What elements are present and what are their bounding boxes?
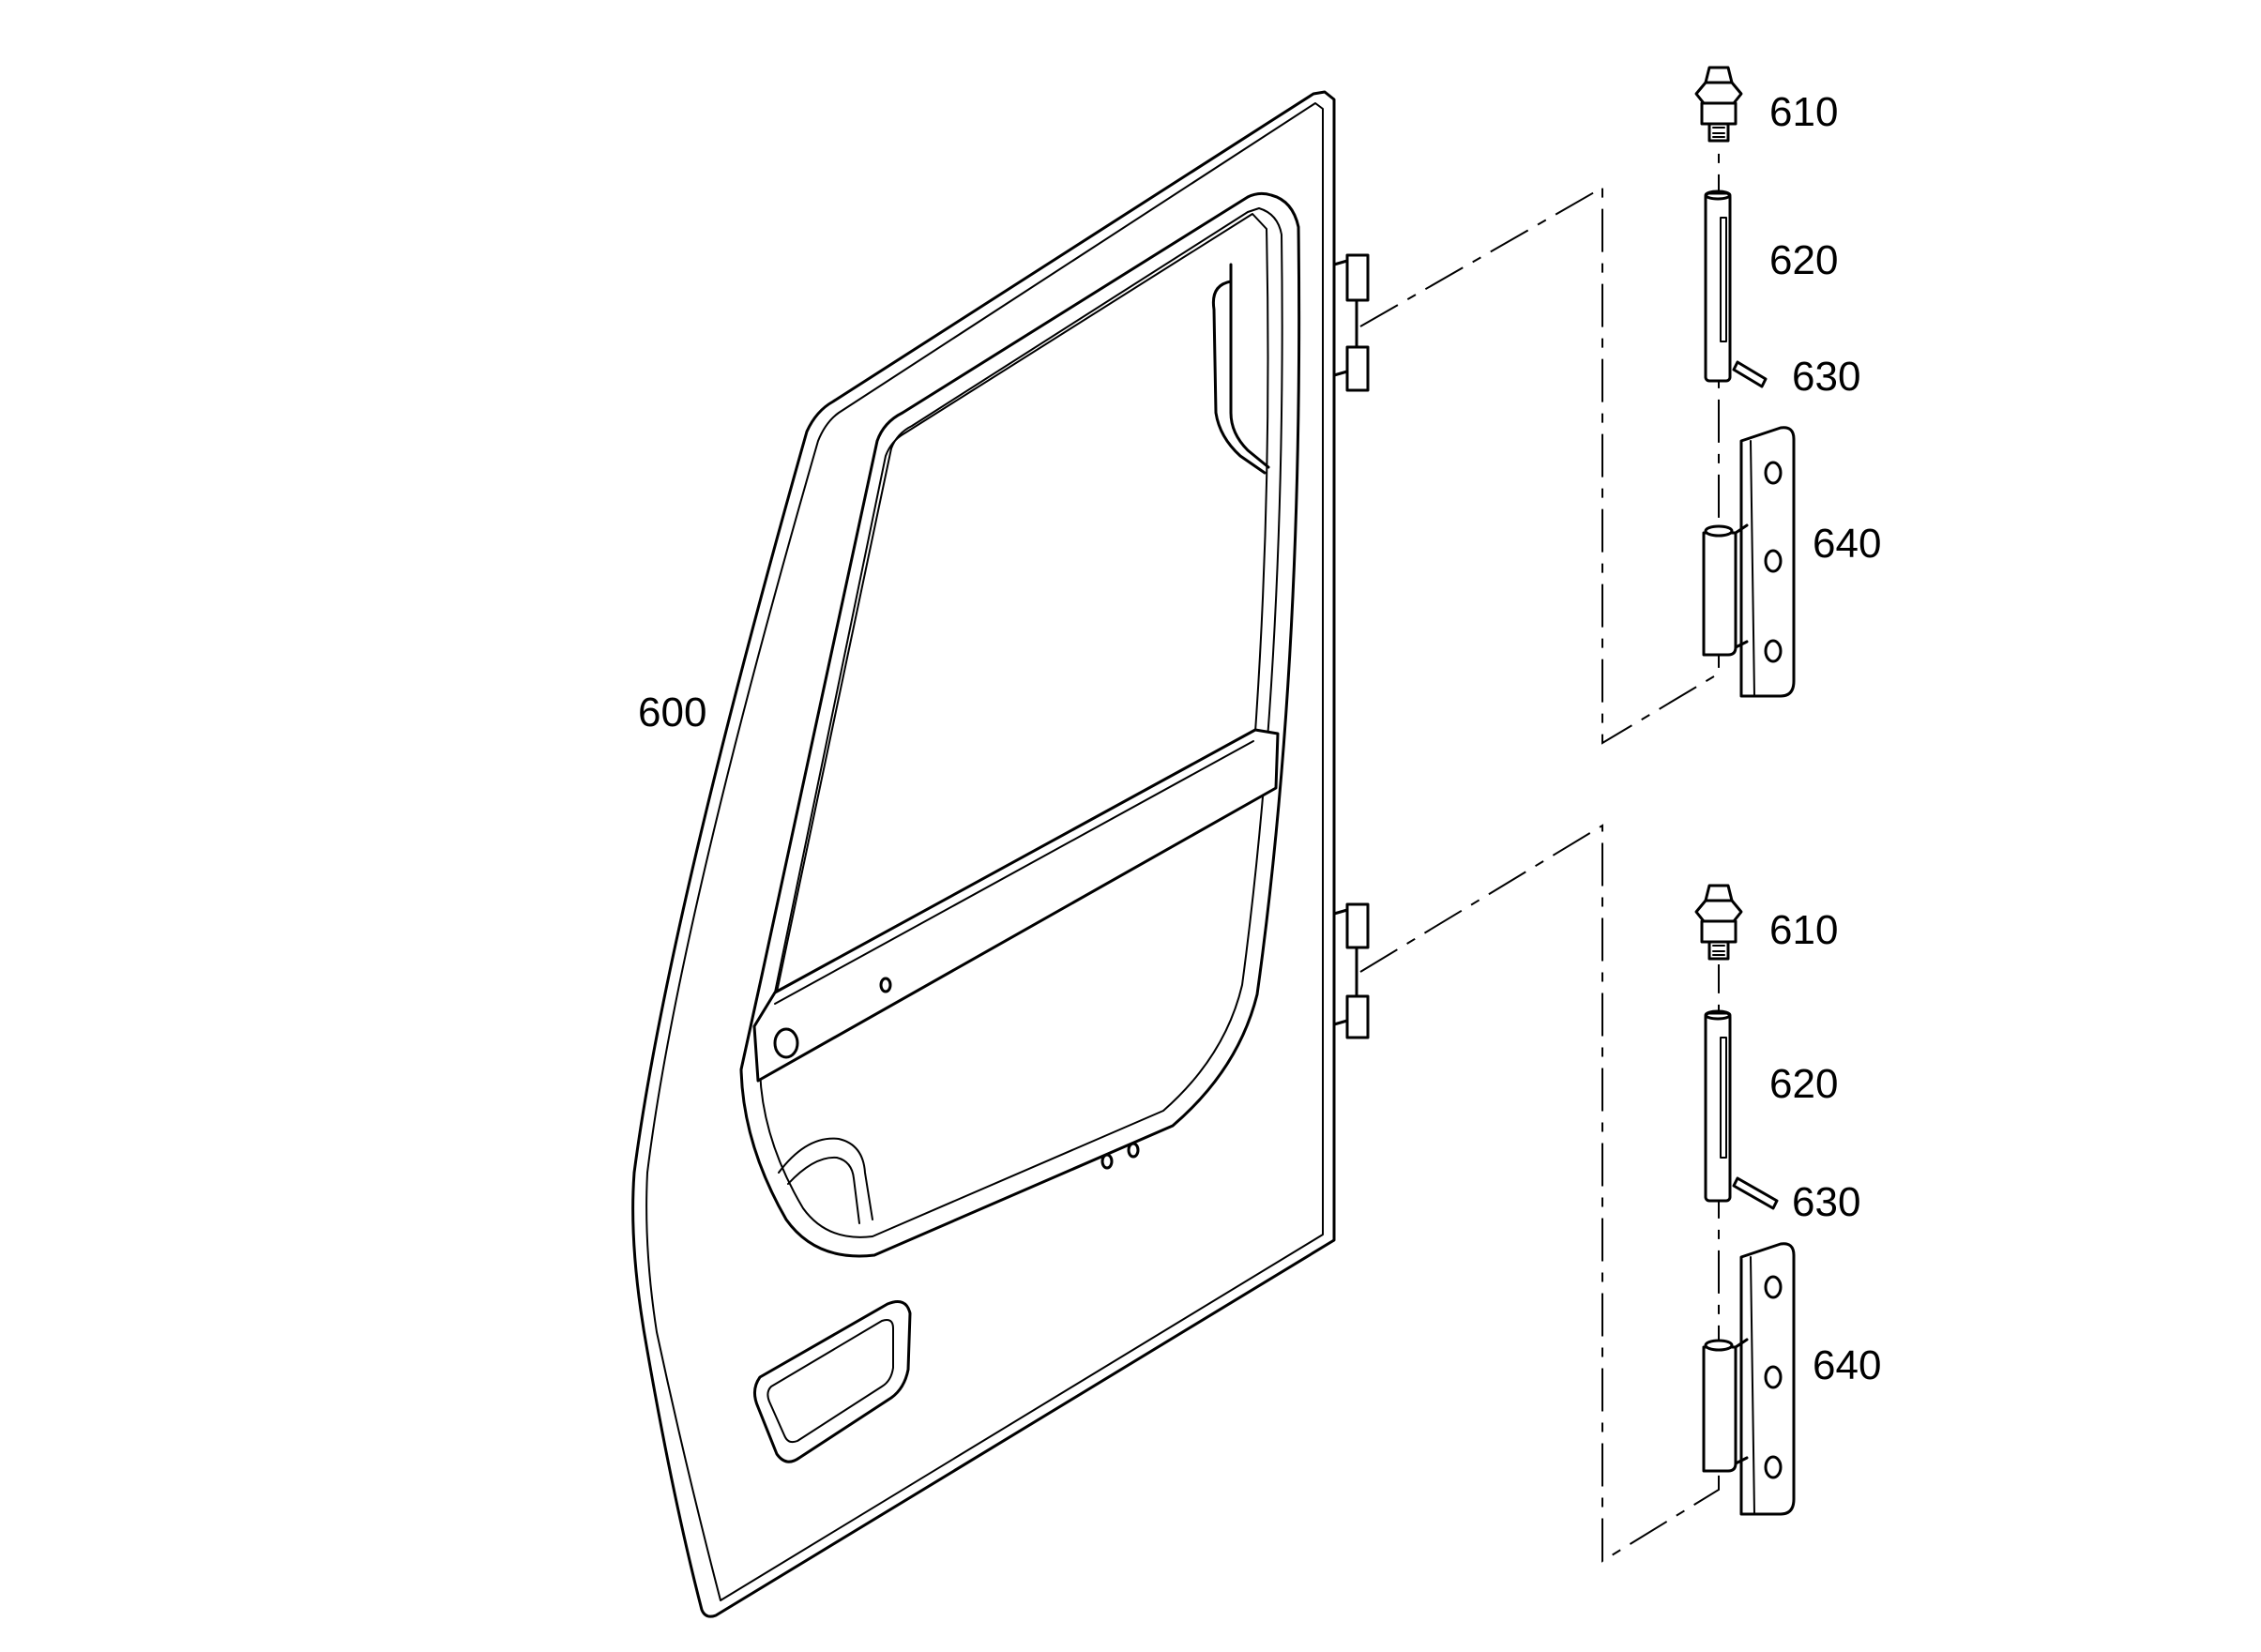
split-pin-upper bbox=[1732, 360, 1768, 388]
callout-lower-split-pin: 630 bbox=[1792, 1179, 1860, 1225]
hinge-pin-lower bbox=[1704, 1009, 1732, 1203]
hinge-leaf-upper bbox=[1702, 426, 1796, 698]
door-hinge-upper-leaf bbox=[1332, 259, 1358, 377]
window-frame-outer bbox=[739, 191, 1301, 1258]
door-hinge-upper-knuckle-top bbox=[1345, 253, 1370, 302]
callout-lower-fitting: 610 bbox=[1769, 907, 1838, 953]
callout-labels: 600 610 620 630 640 610 620 630 640 bbox=[638, 89, 1881, 1388]
hinge-leaf-lower bbox=[1702, 1242, 1796, 1516]
door-outer-edge-inner bbox=[645, 102, 1324, 1601]
lower-hinge-parts bbox=[1694, 884, 1796, 1516]
callout-lower-pin: 620 bbox=[1769, 1061, 1838, 1107]
callout-upper-pin: 620 bbox=[1769, 237, 1838, 283]
callout-upper-split-pin: 630 bbox=[1792, 354, 1860, 400]
door-hinge-lower-knuckle-top bbox=[1345, 902, 1370, 949]
upper-hinge-parts bbox=[1694, 66, 1796, 698]
panel-hole-right bbox=[1127, 1142, 1140, 1159]
lube-fitting-lower bbox=[1694, 884, 1743, 961]
lower-assembly-leader bbox=[1359, 824, 1720, 1563]
door-hinge-lower-knuckle-bottom bbox=[1345, 994, 1370, 1039]
callout-upper-fitting: 610 bbox=[1769, 89, 1838, 135]
callout-lower-hinge: 640 bbox=[1813, 1342, 1881, 1388]
window-division-bar bbox=[752, 728, 1280, 1083]
door-hinge-upper-knuckle-bottom bbox=[1345, 345, 1370, 392]
door-outer-edge bbox=[631, 90, 1336, 1618]
door-hinge-lower-leaf bbox=[1332, 908, 1358, 1026]
door-handle-recess bbox=[753, 1300, 912, 1463]
hinge-pin-upper bbox=[1704, 189, 1732, 383]
division-bar-edge bbox=[774, 740, 1254, 1005]
inner-pocket bbox=[778, 1137, 873, 1224]
callout-upper-hinge: 640 bbox=[1813, 521, 1881, 567]
lube-fitting-upper bbox=[1694, 66, 1743, 143]
door-handle-inner bbox=[766, 1319, 894, 1444]
window-grip-handle bbox=[1211, 263, 1270, 475]
window-frame-inner bbox=[759, 207, 1283, 1238]
split-pin-lower bbox=[1732, 1176, 1779, 1210]
division-bar-hole-small bbox=[879, 977, 892, 993]
door-panel bbox=[631, 90, 1370, 1618]
window-glass bbox=[774, 213, 1269, 993]
callout-door: 600 bbox=[638, 690, 706, 735]
division-bar-hole-large bbox=[773, 1027, 799, 1059]
panel-hole-left bbox=[1100, 1153, 1114, 1170]
assembly-leader-lines bbox=[1359, 150, 1720, 1563]
upper-assembly-leader bbox=[1359, 150, 1720, 745]
